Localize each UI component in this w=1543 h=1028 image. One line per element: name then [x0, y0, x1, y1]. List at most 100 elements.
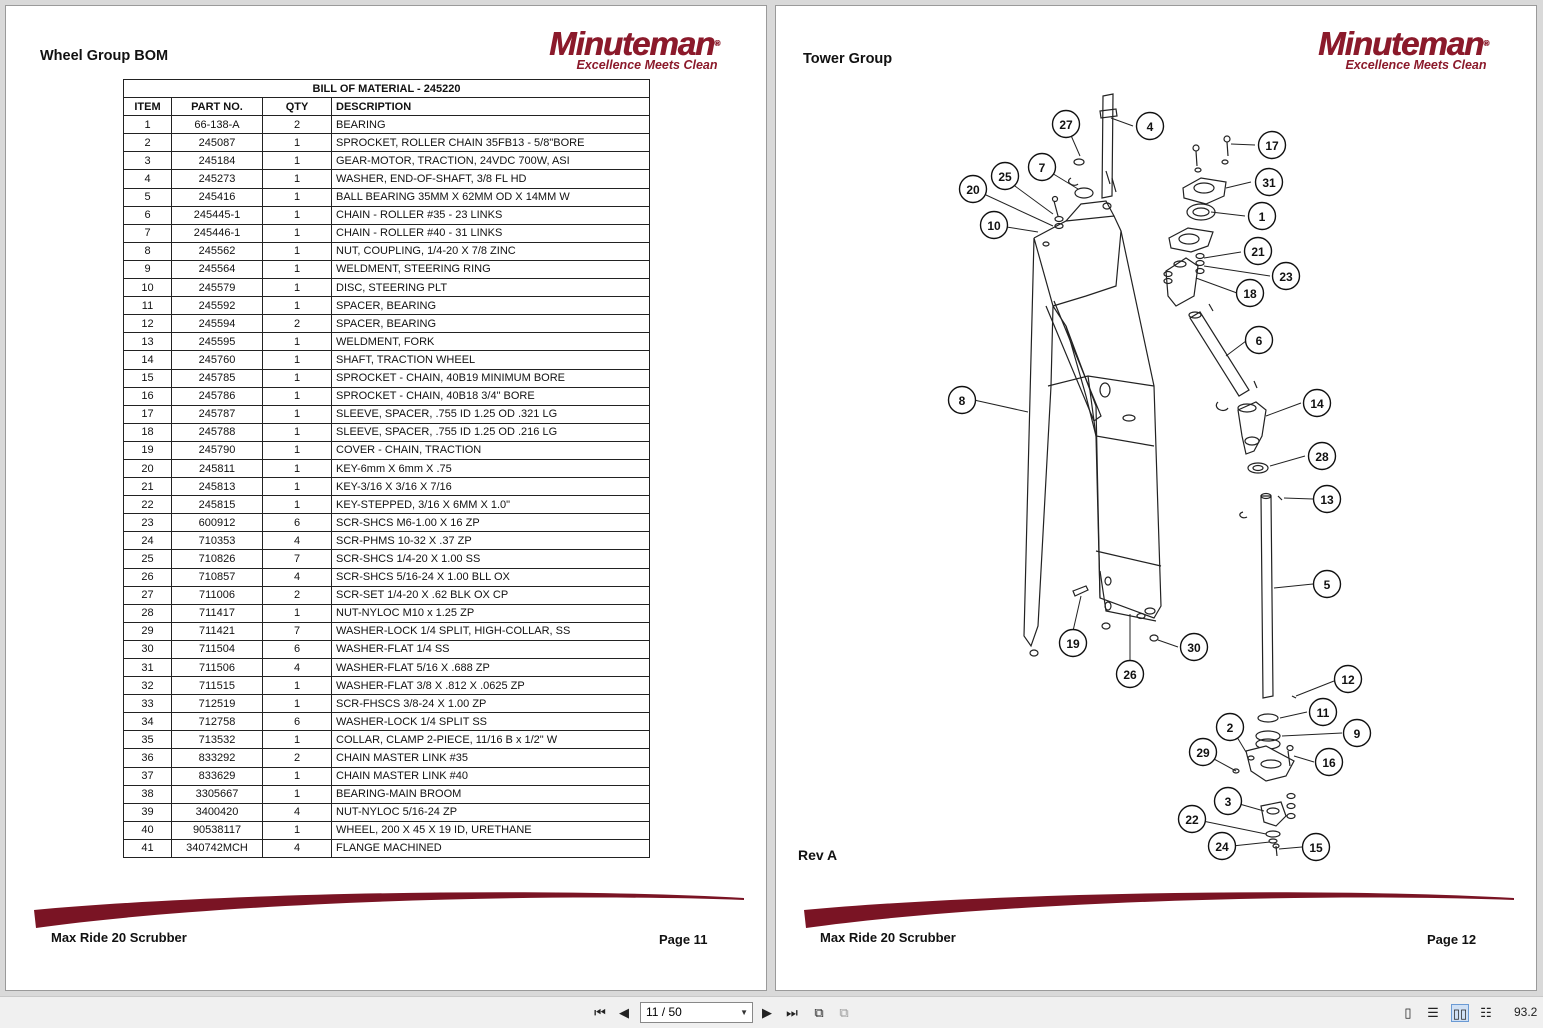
cell-item: 25 — [123, 549, 172, 569]
page-number: Page 11 — [659, 932, 708, 947]
page-number-input[interactable]: 11 / 50 ▼ — [640, 1002, 753, 1023]
cell-part-no: 245445-1 — [171, 205, 263, 225]
svg-text:30: 30 — [1187, 641, 1201, 655]
cell-part-no: 713532 — [171, 730, 263, 750]
cell-description: WHEEL, 200 X 45 X 19 ID, URETHANE — [331, 820, 650, 840]
cell-description: BEARING-MAIN BROOM — [331, 784, 650, 804]
cell-part-no: 712519 — [171, 694, 263, 714]
svg-text:29: 29 — [1196, 746, 1210, 760]
callout-24: 24 — [1207, 831, 1237, 861]
facing-icon[interactable]: ▯▯ — [1451, 1004, 1469, 1022]
cell-item: 38 — [123, 784, 172, 804]
minuteman-logo: Minuteman® Excellence Meets Clean — [548, 25, 720, 72]
cell-part-no: 3305667 — [171, 784, 263, 804]
cell-qty: 1 — [262, 332, 332, 352]
svg-text:9: 9 — [1354, 727, 1361, 741]
cell-description: NUT, COUPLING, 1/4-20 X 7/8 ZINC — [331, 241, 650, 261]
single-page-icon[interactable]: ▯ — [1404, 1005, 1412, 1020]
footer-swoosh — [34, 892, 744, 928]
page-number: Page 12 — [1427, 932, 1477, 947]
first-page-icon[interactable]: ⏮ — [594, 1005, 606, 1020]
cell-item: 27 — [123, 585, 172, 605]
cell-qty: 1 — [262, 259, 332, 280]
cell-qty: 1 — [262, 784, 332, 804]
cell-item: 23 — [123, 513, 172, 533]
cell-part-no: 245785 — [171, 368, 263, 388]
cell-qty: 1 — [262, 169, 332, 189]
cell-item: 33 — [123, 694, 172, 714]
callout-25: 25 — [990, 161, 1020, 191]
callout-11: 11 — [1308, 697, 1338, 727]
cell-part-no: 245790 — [171, 440, 263, 460]
cell-description: SLEEVE, SPACER, .755 ID 1.25 OD .321 LG — [331, 404, 650, 424]
prev-page-icon[interactable]: ◀ — [619, 1005, 629, 1020]
svg-text:6: 6 — [1256, 334, 1263, 348]
last-page-icon[interactable]: ⏭ — [786, 1005, 798, 1020]
svg-text:3: 3 — [1225, 795, 1232, 809]
cell-item: 24 — [123, 531, 172, 551]
callout-22: 22 — [1177, 804, 1207, 834]
cell-description: SPROCKET, ROLLER CHAIN 35FB13 - 5/8"BORE — [331, 133, 650, 153]
cell-item: 16 — [123, 386, 172, 406]
cell-qty: 1 — [262, 694, 332, 714]
callout-12: 12 — [1333, 664, 1363, 694]
fit-page-icon[interactable]: ⧉ — [814, 1005, 824, 1020]
cell-qty: 4 — [262, 802, 332, 822]
callout-5: 5 — [1312, 569, 1342, 599]
cell-qty: 1 — [262, 241, 332, 261]
cell-description: COVER - CHAIN, TRACTION — [331, 440, 650, 460]
cell-item: 39 — [123, 802, 172, 822]
svg-text:21: 21 — [1251, 245, 1265, 259]
cell-part-no: 712758 — [171, 712, 263, 732]
svg-text:12: 12 — [1341, 673, 1355, 687]
svg-text:7: 7 — [1039, 161, 1046, 175]
cell-part-no: 245813 — [171, 477, 263, 497]
cell-description: NUT-NYLOC 5/16-24 ZP — [331, 802, 650, 822]
cell-description: WELDMENT, FORK — [331, 332, 650, 352]
continuous-icon[interactable]: ☰ — [1427, 1005, 1439, 1020]
page-dropdown-icon[interactable]: ▼ — [740, 1008, 748, 1017]
svg-text:24: 24 — [1215, 840, 1229, 854]
cell-item: 14 — [123, 350, 172, 370]
cell-part-no: 245592 — [171, 296, 263, 316]
cell-item: 28 — [123, 603, 172, 623]
svg-text:2: 2 — [1227, 721, 1234, 735]
document-viewer: Wheel Group BOM Minuteman® Excellence Me… — [5, 5, 1537, 991]
callout-31: 31 — [1254, 167, 1284, 197]
cell-part-no: 245564 — [171, 259, 263, 280]
callout-23: 23 — [1271, 261, 1301, 291]
continuous-facing-icon[interactable]: ☷ — [1480, 1005, 1492, 1020]
cell-description: WASHER-FLAT 5/16 X .688 ZP — [331, 657, 650, 678]
svg-text:17: 17 — [1265, 139, 1279, 153]
callout-15: 15 — [1301, 832, 1331, 862]
zoom-level[interactable]: 93.2 — [1514, 1005, 1538, 1019]
cell-qty: 1 — [262, 422, 332, 442]
cell-qty: 2 — [262, 314, 332, 334]
cell-part-no: 245815 — [171, 495, 263, 515]
cell-part-no: 245811 — [171, 458, 263, 479]
svg-text:1: 1 — [1259, 210, 1266, 224]
fit-width-icon[interactable]: ⧉ — [839, 1005, 849, 1020]
next-page-icon[interactable]: ▶ — [762, 1005, 772, 1020]
svg-text:20: 20 — [966, 183, 980, 197]
callout-6: 6 — [1244, 325, 1274, 355]
callout-19: 19 — [1058, 628, 1088, 658]
cell-description: SPROCKET - CHAIN, 40B19 MINIMUM BORE — [331, 368, 650, 388]
cell-part-no: 245594 — [171, 314, 263, 334]
cell-description: KEY-STEPPED, 3/16 X 6MM X 1.0" — [331, 495, 650, 515]
cell-qty: 1 — [262, 440, 332, 460]
cell-part-no: 90538117 — [171, 820, 263, 840]
cell-description: SLEEVE, SPACER, .755 ID 1.25 OD .216 LG — [331, 422, 650, 442]
